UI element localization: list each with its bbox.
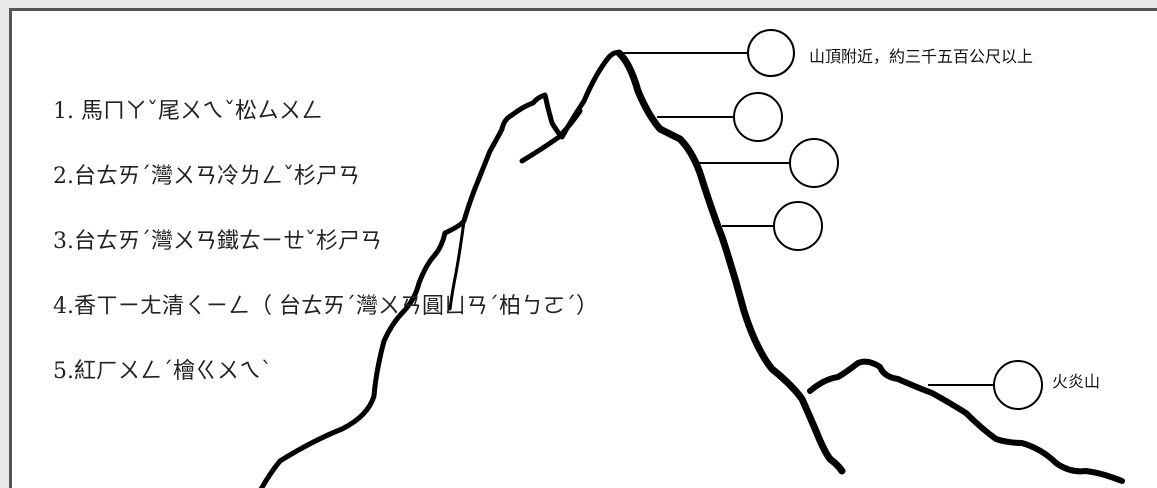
mountain-diagram [258, 29, 1125, 488]
tree-item-3: 3.台ㄊㄞˊ灣ㄨㄢ鐵ㄊㄧㄝˇ杉ㄕㄢ [53, 229, 382, 254]
answer-circle-2[interactable] [733, 92, 783, 142]
answer-circle-4[interactable] [773, 201, 823, 251]
mountain-left-inner-ridge [448, 219, 466, 311]
answer-circle-3[interactable] [789, 138, 839, 188]
summit-label: 山頂附近，約三千五百公尺以上 [809, 47, 1034, 66]
diagram-frame: 1. 馬ㄇㄚˇ尾ㄨㄟˇ松ㄙㄨㄥ 2.台ㄊㄞˊ灣ㄨㄢ冷ㄌㄥˇ杉ㄕㄢ 3.台ㄊㄞˊ灣… [9, 8, 1157, 488]
volcano-label: 火炎山 [1052, 372, 1101, 391]
mountain-inner-ridge [519, 108, 583, 164]
answer-circle-volcano[interactable] [993, 360, 1043, 410]
tree-item-1: 1. 馬ㄇㄚˇ尾ㄨㄟˇ松ㄙㄨㄥ [53, 99, 323, 124]
tree-item-4: 4.香ㄒㄧㄤ清ㄑㄧㄥ（ 台ㄊㄞˊ灣ㄨㄢ圓ㄩㄢˊ柏ㄅㄛˊ） [53, 294, 598, 319]
tree-species-list: 1. 馬ㄇㄚˇ尾ㄨㄟˇ松ㄙㄨㄥ 2.台ㄊㄞˊ灣ㄨㄢ冷ㄌㄥˇ杉ㄕㄢ 3.台ㄊㄞˊ灣… [53, 95, 598, 420]
mountain-right-ridge [807, 358, 1125, 484]
answer-circle-summit[interactable] [747, 29, 795, 77]
tree-item-2: 2.台ㄊㄞˊ灣ㄨㄢ冷ㄌㄥˇ杉ㄕㄢ [53, 164, 360, 189]
mountain-right-slope [615, 49, 846, 475]
tree-item-5: 5.紅ㄏㄨㄥˊ檜ㄍㄨㄟˋ [53, 359, 272, 384]
